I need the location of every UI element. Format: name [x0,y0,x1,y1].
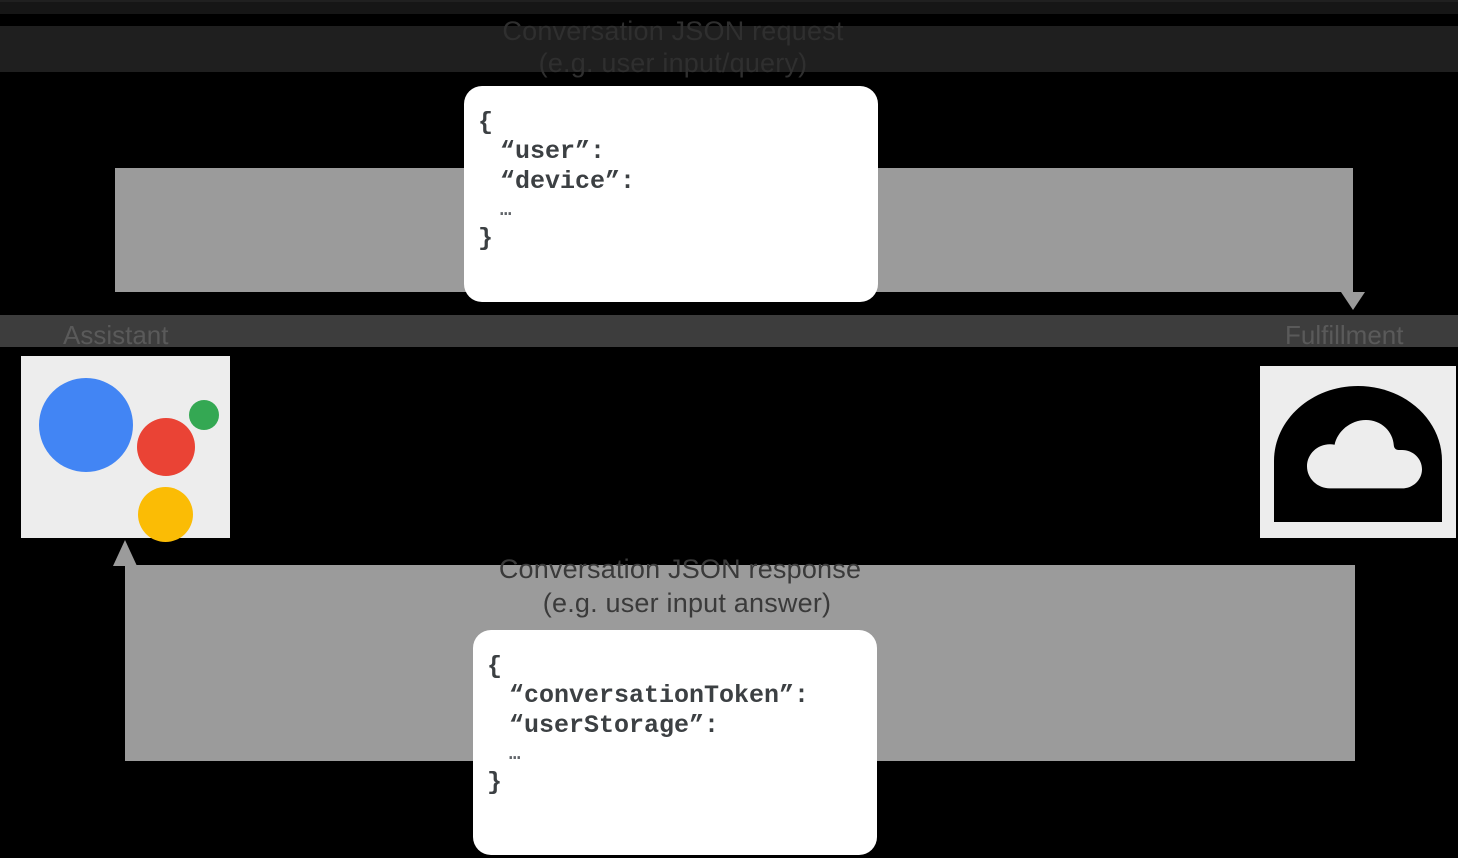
json-line-ellipsis: … [509,742,521,765]
background-band [0,0,1458,2]
json-line: } [487,768,503,798]
request-caption-primary: Conversation JSON request [502,16,844,46]
json-line: “userStorage”: [509,710,720,740]
node-label-assistant: Assistant [63,320,169,350]
background-band [0,0,1458,14]
request-caption-secondary: (e.g. user input/query) [538,48,808,78]
json-line: { [478,108,494,137]
json-line: { [487,652,503,681]
google-assistant-icon [21,356,230,542]
flow-arrow-response-head [113,540,137,566]
node-row-background [0,347,1458,552]
json-line: } [478,224,494,254]
divider-row [0,315,1458,347]
cloud-icon [1274,386,1442,522]
json-line: “device”: [500,166,636,196]
request-json-card: { “user”: “device”: … } [464,86,878,302]
response-json-card: { “conversationToken”: “userStorage”: … … [473,630,877,855]
flow-arrow-request-head [1341,292,1365,310]
cloud-icon-tile [1260,366,1456,538]
assistant-dot-blue-icon [39,378,133,472]
response-caption-primary: Conversation JSON response [498,554,862,584]
json-line-ellipsis: … [500,198,512,221]
assistant-dot-red-icon [137,418,195,476]
node-label-fulfillment: Fulfillment [1285,320,1404,350]
assistant-dot-green-icon [189,400,219,430]
assistant-dot-yellow-icon [138,487,193,542]
json-line: “conversationToken”: [509,681,810,711]
json-line: “user”: [500,137,606,167]
response-caption-secondary: (e.g. user input answer) [542,588,832,618]
background-band [0,26,1458,72]
